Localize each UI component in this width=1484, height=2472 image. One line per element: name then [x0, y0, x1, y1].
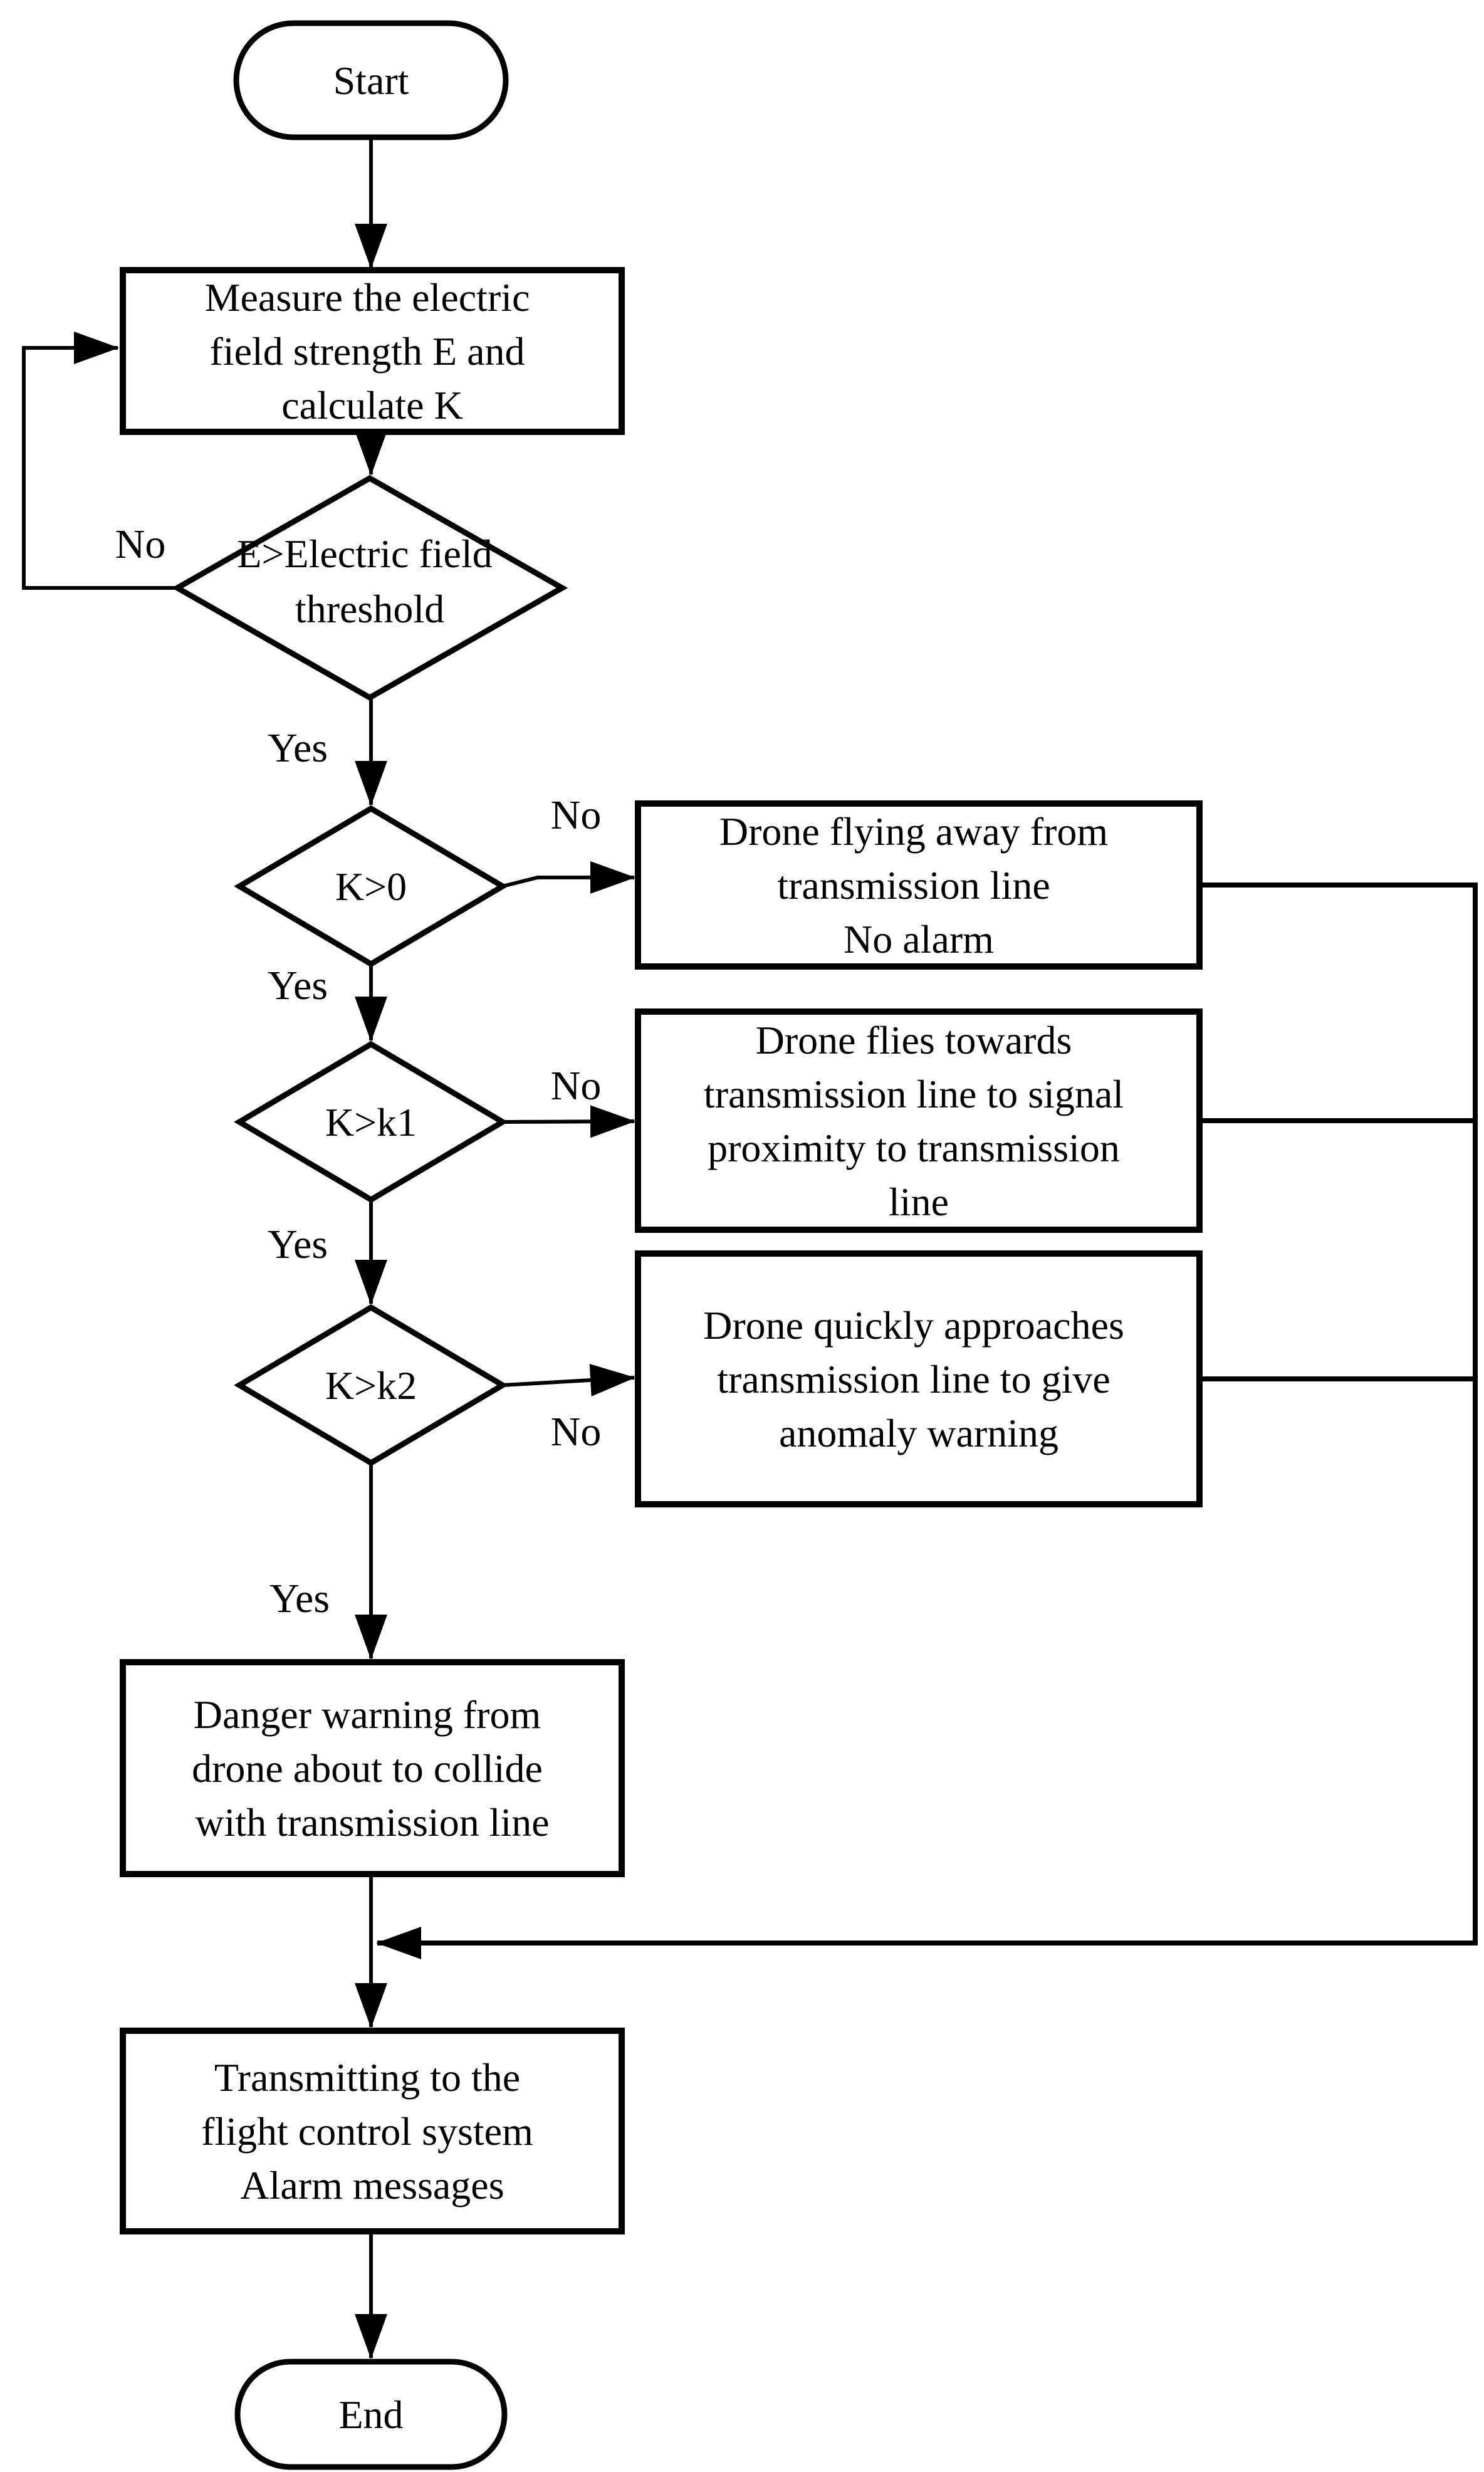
edge-k0-no-to-fly-away — [502, 861, 635, 894]
edge-right-rail-to-junction — [376, 882, 1478, 1959]
label-k0-no: No — [551, 792, 602, 838]
edge-decision-e-no-feedback-loop — [22, 332, 177, 590]
danger-warning-shape — [120, 1659, 625, 1877]
label-k2-yes: Yes — [269, 1576, 330, 1621]
label-k1-yes: Yes — [268, 1222, 328, 1267]
measure-box-text: Measure the electric field strength E an… — [205, 275, 540, 427]
decision-k1-label: K>k1 — [325, 1100, 417, 1144]
node-outcome-proximity: Drone flies towards transmission line to… — [635, 1008, 1203, 1233]
outcome-anomaly-text: Drone quickly approaches transmission li… — [703, 1303, 1134, 1455]
outcome-proximity-text: Drone flies towards transmission line to… — [704, 1018, 1134, 1224]
label-e-no: No — [115, 521, 166, 567]
transmit-alarm-shape — [120, 2028, 625, 2234]
danger-warning-text: Danger warning from drone about to colli… — [192, 1692, 553, 1845]
node-transmit-alarm: Transmitting to the flight control syste… — [120, 2028, 625, 2234]
node-decision-k1: K>k1 — [234, 1040, 508, 1203]
node-start: Start — [233, 20, 509, 140]
node-measure: Measure the electric field strength E an… — [120, 267, 625, 435]
label-k0-yes: Yes — [268, 963, 328, 1008]
label-k2-no: No — [551, 1409, 602, 1455]
decision-k2-shape — [234, 1304, 508, 1467]
outcome-fly-away-text: Drone flying away from transmission line… — [719, 809, 1118, 961]
edge-k1-no-to-proximity — [502, 1105, 635, 1138]
decision-k2-label: K>k2 — [325, 1363, 417, 1408]
outcome-proximity-shape — [635, 1008, 1203, 1233]
start-terminator-shape — [233, 20, 509, 140]
decision-e-threshold-text: E>Electric field threshold — [237, 532, 502, 631]
decision-k1-shape — [234, 1040, 508, 1203]
end-label: End — [338, 2392, 403, 2437]
outcome-anomaly-shape — [635, 1250, 1203, 1507]
outcome-fly-away-shape — [635, 800, 1203, 970]
decision-e-threshold-shape — [171, 474, 568, 701]
label-k1-no: No — [551, 1063, 602, 1109]
edge-k2-no-to-anomaly — [502, 1364, 635, 1396]
node-decision-e-threshold: E>Electric field threshold — [171, 474, 568, 701]
decision-k0-label: K>0 — [335, 864, 407, 909]
node-outcome-fly-away: Drone flying away from transmission line… — [635, 800, 1203, 970]
node-decision-k0: K>0 — [234, 805, 508, 968]
node-outcome-anomaly: Drone quickly approaches transmission li… — [635, 1250, 1203, 1507]
node-decision-k2: K>k2 — [234, 1304, 508, 1467]
end-terminator-shape — [234, 2359, 508, 2470]
measure-box-shape — [120, 267, 625, 435]
label-e-yes: Yes — [268, 725, 328, 771]
transmit-alarm-text: Transmitting to the flight control syste… — [201, 2055, 543, 2208]
node-danger-warning: Danger warning from drone about to colli… — [120, 1659, 625, 1877]
decision-k0-shape — [234, 805, 508, 968]
node-end: End — [234, 2359, 508, 2470]
start-label: Start — [333, 58, 409, 103]
